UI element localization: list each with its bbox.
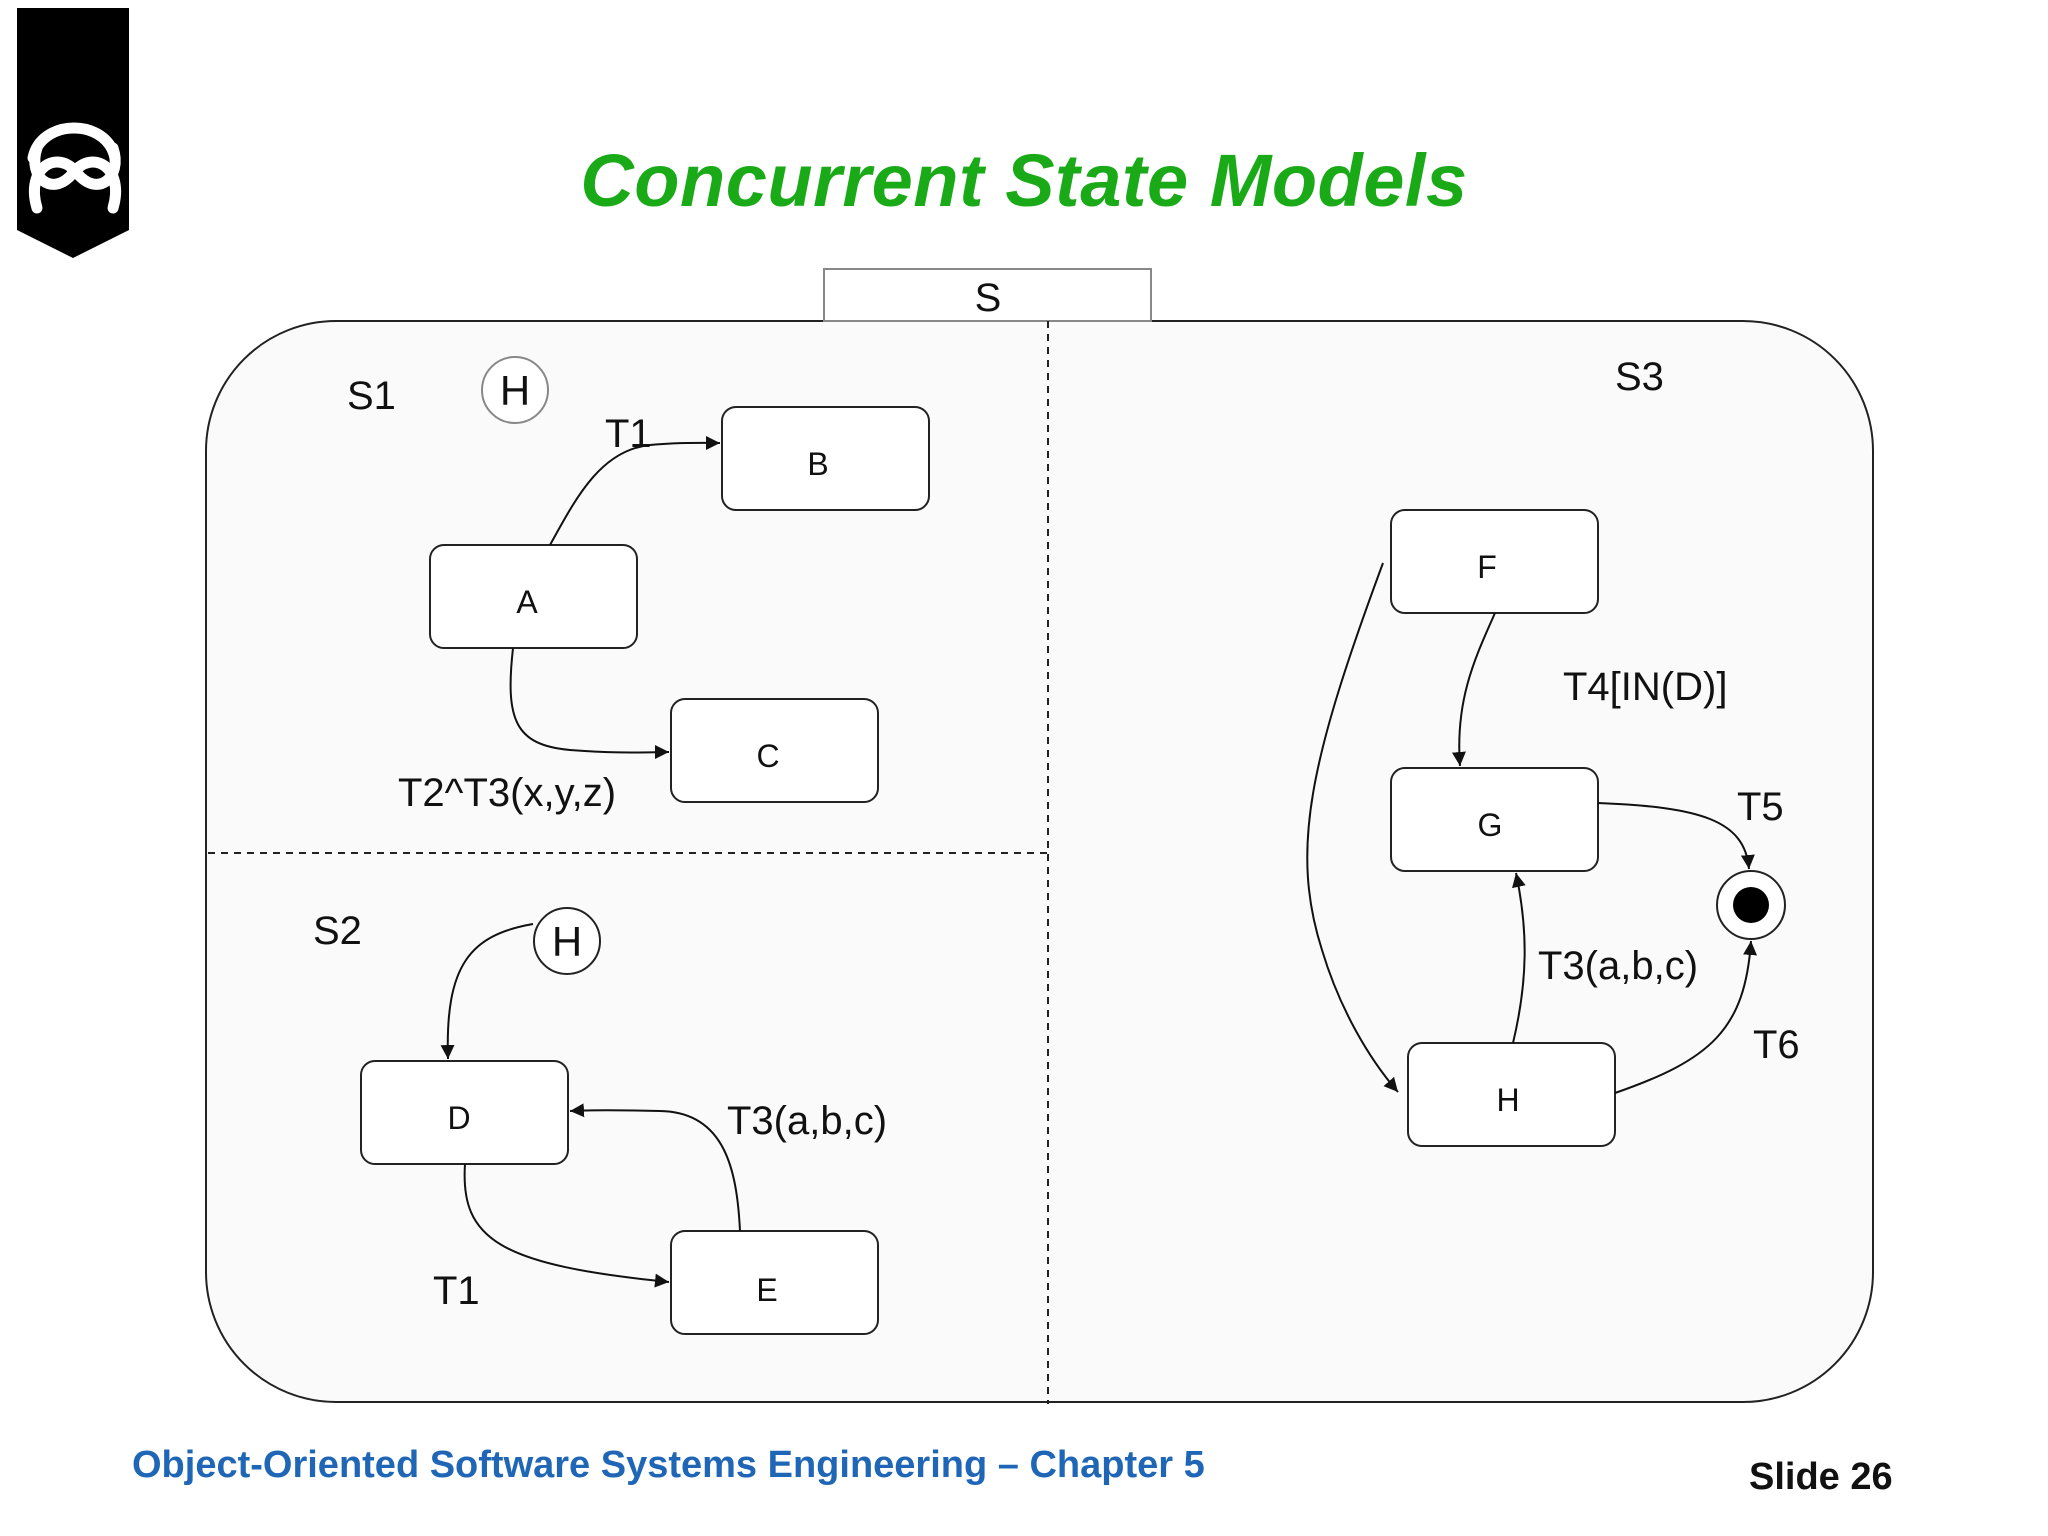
slide-title: Concurrent State Models: [580, 139, 1468, 222]
state-H: H: [1407, 1042, 1616, 1147]
transition-label-A-B: T1: [605, 412, 652, 456]
svg-text:G: G: [1478, 807, 1503, 843]
transition-A-to-B: [549, 435, 721, 546]
svg-text:D: D: [447, 1100, 470, 1136]
superstate-S-box: [205, 320, 1874, 1403]
transition-label-A-C: T2^T3(x,y,z): [398, 771, 616, 815]
svg-text:C: C: [756, 738, 779, 774]
state-A: A: [429, 544, 638, 649]
state-G: G: [1390, 767, 1599, 872]
state-C: C: [670, 698, 879, 803]
svg-text:H: H: [500, 367, 530, 414]
transition-outer-to-H: [1306, 562, 1399, 1093]
region-S3-label: S3: [1615, 355, 1664, 399]
final-state: [1716, 870, 1786, 940]
transition-label-G-final: T5: [1737, 785, 1784, 829]
superstate-S-label: S: [975, 276, 1002, 320]
svg-text:H: H: [552, 918, 582, 965]
transition-D-to-E: [463, 1163, 670, 1288]
logo-emblem-icon: [27, 122, 122, 214]
svg-text:E: E: [756, 1272, 777, 1308]
state-B: B: [721, 406, 930, 511]
svg-text:F: F: [1477, 549, 1497, 585]
transition-H-to-D: [440, 923, 534, 1060]
svg-text:B: B: [807, 446, 828, 482]
transition-F-to-G: [1451, 612, 1496, 767]
region-S2-label: S2: [313, 909, 362, 953]
transition-label-F-G: T4[IN(D)]: [1563, 665, 1727, 709]
transition-label-H-final: T6: [1753, 1023, 1800, 1067]
slide-number: Slide 26: [1749, 1456, 1893, 1498]
svg-text:H: H: [1496, 1082, 1519, 1118]
state-E: E: [670, 1230, 879, 1335]
region-S1-label: S1: [347, 374, 396, 418]
transition-label-E-D: T3(a,b,c): [727, 1099, 887, 1143]
footer-course-title: Object-Oriented Software Systems Enginee…: [132, 1444, 1205, 1486]
history-state-S1: H: [481, 356, 549, 424]
transition-G-to-final: [1597, 802, 1755, 870]
transition-E-to-D: [569, 1103, 741, 1232]
university-logo: [17, 8, 129, 258]
state-D: D: [360, 1060, 569, 1165]
transition-H-to-G: [1512, 872, 1526, 1044]
state-F: F: [1390, 509, 1599, 614]
history-state-S2: H: [533, 907, 601, 975]
transition-label-D-E: T1: [433, 1269, 480, 1313]
transition-label-H-G: T3(a,b,c): [1538, 944, 1698, 988]
transition-H-to-final: [1614, 940, 1758, 1094]
superstate-S-name-tab: [823, 268, 1152, 322]
transition-A-to-C: [509, 647, 670, 760]
svg-text:A: A: [516, 584, 538, 620]
